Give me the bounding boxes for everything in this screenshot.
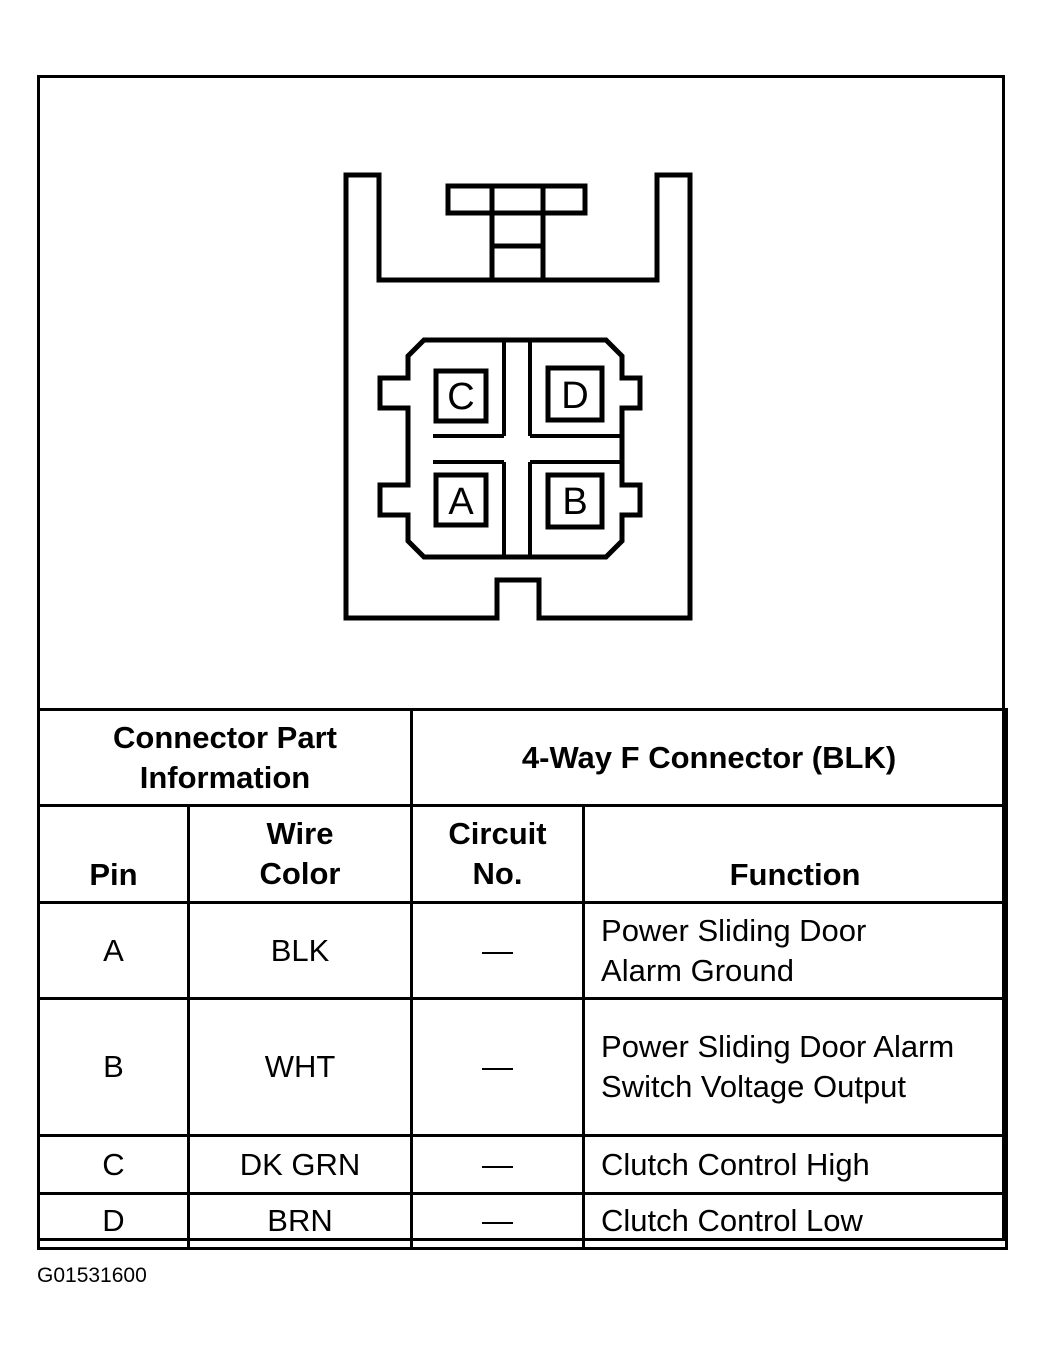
function-cell: Power Sliding Door Alarm Ground	[582, 901, 1009, 1000]
wire-color-cell: BLK	[186, 901, 414, 1000]
part-info-label: Connector Part Information	[36, 708, 414, 807]
table-row: D BRN — Clutch Control Low	[37, 1192, 1009, 1250]
locking-tab	[445, 183, 588, 280]
connector-name: 4-Way F Connector (BLK)	[410, 708, 1009, 807]
figure-id: G01531600	[37, 1264, 147, 1287]
pin-label-b: B	[562, 481, 587, 523]
connector-housing	[343, 172, 693, 621]
connector-diagram: C D A B	[40, 78, 1002, 708]
pin-cell: C	[37, 1134, 190, 1195]
pin-cell: A	[37, 901, 190, 1000]
connector-face-view: C D A B	[343, 172, 693, 621]
pin-cavity-b: B	[545, 472, 605, 530]
circuit-cell: —	[410, 1134, 586, 1195]
pin-cell: D	[37, 1192, 190, 1250]
table-row: C DK GRN — Clutch Control High	[37, 1134, 1009, 1195]
table-header-row: Pin Wire Color Circuit No. Function	[37, 804, 1009, 904]
cavity-divider	[433, 342, 620, 555]
wire-color-cell: BRN	[186, 1192, 414, 1250]
table-part-info-row: Connector Part Information 4-Way F Conne…	[36, 708, 1009, 807]
pin-label-d: D	[561, 375, 588, 417]
wire-color-cell: DK GRN	[186, 1134, 414, 1195]
table-row: B WHT — Power Sliding Door Alarm Switch …	[37, 997, 1009, 1137]
pin-cavity-a: A	[433, 472, 489, 528]
terminal-insert	[377, 337, 643, 560]
header-pin: Pin	[37, 804, 190, 904]
header-wire-color: Wire Color	[186, 804, 414, 904]
circuit-cell: —	[410, 1192, 586, 1250]
function-cell: Power Sliding Door Alarm Switch Voltage …	[582, 997, 1009, 1137]
header-circuit-no: Circuit No.	[410, 804, 586, 904]
function-cell: Clutch Control Low	[582, 1192, 1009, 1250]
pin-label-a: A	[448, 481, 474, 523]
wire-color-cell: WHT	[186, 997, 414, 1137]
circuit-cell: —	[410, 997, 586, 1137]
header-function: Function	[582, 804, 1009, 904]
pin-cavity-c: C	[433, 368, 489, 424]
circuit-cell: —	[410, 901, 586, 1000]
pin-cavity-d: D	[545, 365, 605, 423]
table-row: A BLK — Power Sliding Door Alarm Ground	[37, 901, 1009, 1000]
connector-info-table: Connector Part Information 4-Way F Conne…	[36, 708, 1009, 1250]
connector-frame: C D A B Connector Part Information	[36, 75, 1009, 1250]
pin-cell: B	[37, 997, 190, 1137]
pin-label-c: C	[447, 376, 474, 418]
function-cell: Clutch Control High	[582, 1134, 1009, 1195]
